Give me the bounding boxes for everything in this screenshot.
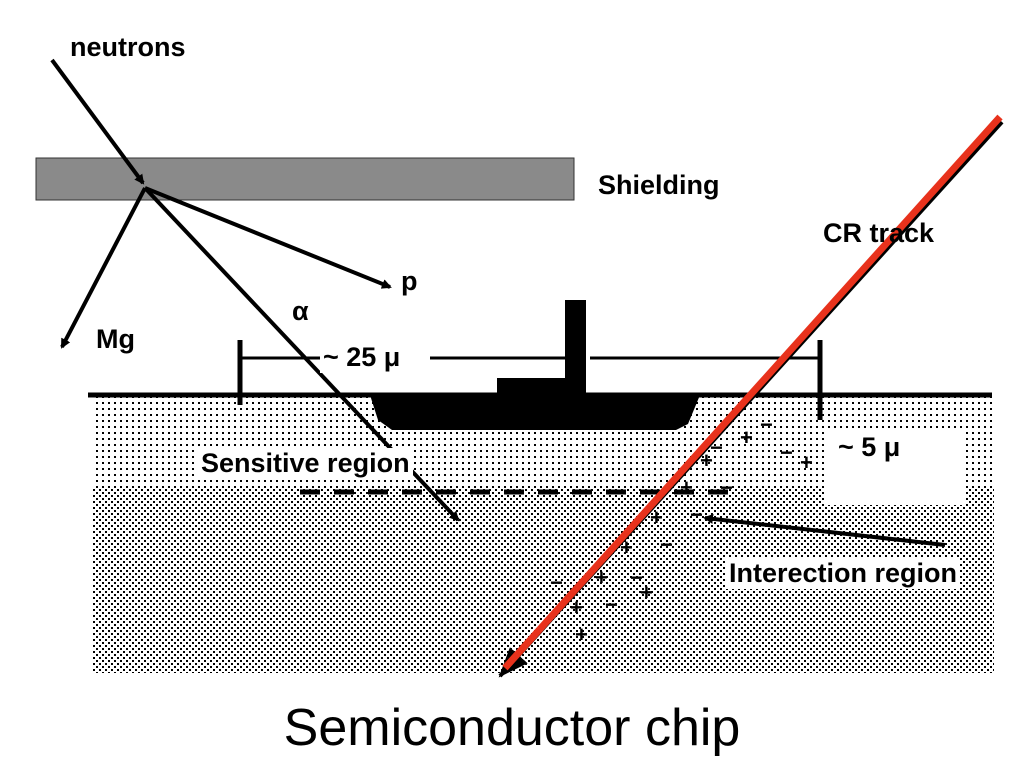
charge-plus: + <box>640 580 653 605</box>
charge-minus: − <box>760 412 773 437</box>
cr-track <box>502 114 1003 671</box>
gate-electrode <box>370 395 700 430</box>
charge-plus: + <box>680 475 693 500</box>
proton-label: p <box>401 266 418 296</box>
charge-minus: − <box>630 565 643 590</box>
gate-pad <box>497 378 577 395</box>
charge-minus: − <box>720 475 733 500</box>
charge-plus: + <box>740 425 753 450</box>
shielding-plate <box>35 157 575 201</box>
charge-minus: − <box>780 440 793 465</box>
charge-plus: + <box>595 565 608 590</box>
chip-caption: Semiconductor chip <box>283 699 741 757</box>
neutrons-label: neutrons <box>70 32 186 62</box>
mg-arrow <box>60 187 147 349</box>
depth-label: ~ 5 μ <box>838 432 901 462</box>
shielding-label: Shielding <box>598 170 720 200</box>
depth-label-box <box>825 430 965 505</box>
gate-contact <box>565 300 586 395</box>
charge-plus: + <box>575 622 588 647</box>
charge-minus: − <box>605 592 618 617</box>
charge-plus: + <box>650 505 663 530</box>
cr-track-label: CR track <box>823 218 935 248</box>
interaction-region-label: Interection region <box>726 558 961 589</box>
charge-minus: − <box>550 570 563 595</box>
width-dimension-label: ~ 25 μ <box>320 342 404 373</box>
charge-plus: + <box>800 450 813 475</box>
interaction-pointer-arrow <box>703 513 946 547</box>
alpha-label: α <box>292 296 309 326</box>
sensitive-region-label: Sensitive region <box>198 448 413 479</box>
mg-label: Mg <box>96 324 135 354</box>
proton-arrow <box>144 186 392 289</box>
neutron-arrow <box>50 58 145 185</box>
charge-cloud: + + − + − + − + − + − + − + − + − + − <box>550 412 813 647</box>
charge-minus: − <box>660 532 673 557</box>
charge-minus: − <box>690 502 703 527</box>
charge-plus: + <box>570 595 583 620</box>
